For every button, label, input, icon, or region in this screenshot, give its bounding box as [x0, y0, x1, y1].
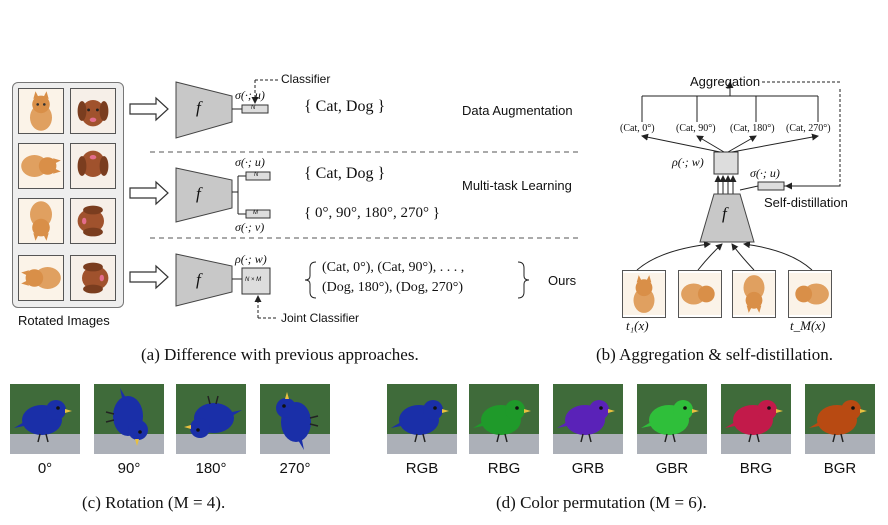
- network-f-row3: [175, 253, 233, 307]
- self-distill-head-box: [757, 181, 785, 191]
- aggregation-label: Aggregation: [690, 74, 761, 89]
- rotated-images-label: Rotated Images: [18, 313, 110, 328]
- panel-b-diagram: [636, 81, 841, 271]
- cat-image-180: [18, 198, 64, 244]
- rotated-bird-image: [94, 384, 164, 454]
- joint-head-box: [713, 151, 739, 175]
- f-symbol-row1: f: [196, 98, 201, 117]
- t1-label: t₁(x): [626, 318, 649, 333]
- head-row2-bottom: [245, 209, 271, 219]
- input-image-2: [678, 270, 722, 318]
- output-label-1: (Cat, 90°): [676, 123, 716, 134]
- rotation-label: 270°: [279, 460, 311, 477]
- input-image-1: [622, 270, 666, 318]
- caption-d: (d) Color permutation (M = 6).: [496, 493, 707, 512]
- color-order-label: RBG: [487, 460, 521, 477]
- head-row1: [241, 104, 269, 114]
- row-label-ours: Ours: [548, 273, 577, 288]
- row-label-multi-task: Multi-task Learning: [462, 178, 572, 193]
- color-permuted-bird-image: [466, 384, 542, 454]
- input-image-M: [788, 270, 832, 318]
- head-row3-label: N × M: [245, 277, 262, 283]
- rho-w-b: ρ(·; w): [672, 155, 704, 169]
- color-permuted-bird-image: [550, 384, 626, 454]
- color-order-label: BRG: [739, 460, 773, 477]
- f-symbol-row3: f: [196, 270, 201, 289]
- sigma-v-row2: σ(·; v): [235, 220, 265, 234]
- caption-a: (a) Difference with previous approaches.: [141, 345, 419, 364]
- row-label-data-augmentation: Data Augmentation: [462, 103, 573, 118]
- cat-image-0: [18, 88, 64, 134]
- set-row1: { Cat, Dog }: [304, 98, 386, 115]
- network-f-row1: [175, 81, 233, 139]
- cat-image-270: [18, 255, 64, 301]
- cat-image-90: [18, 143, 64, 189]
- input-image-3: [732, 270, 776, 318]
- classifier-label: Classifier: [281, 72, 331, 86]
- dog-image-270: [70, 255, 116, 301]
- f-symbol-b: f: [722, 204, 727, 223]
- set-row2-bottom: { 0°, 90°, 180°, 270° }: [304, 205, 440, 221]
- set-row3-line1: (Cat, 0°), (Cat, 90°), . . . ,: [322, 260, 465, 275]
- set-row2-top: { Cat, Dog }: [304, 165, 386, 182]
- rotation-label: 0°: [37, 460, 53, 477]
- caption-c: (c) Rotation (M = 4).: [82, 493, 226, 512]
- rotated-bird-image: [260, 384, 330, 454]
- rho-w-row3: ρ(·; w): [235, 252, 267, 266]
- head-row2-bottom-label: M: [253, 210, 258, 216]
- output-label-0: (Cat, 0°): [620, 123, 655, 134]
- caption-b: (b) Aggregation & self-distillation.: [596, 345, 834, 364]
- sigma-u-row2: σ(·; u): [235, 155, 265, 169]
- output-label-3: (Cat, 270°): [786, 123, 831, 134]
- color-permuted-bird-image: [384, 384, 460, 454]
- color-permuted-bird-image: [634, 384, 710, 454]
- color-order-label: RGB: [405, 460, 439, 477]
- network-f-b: [699, 193, 755, 243]
- hollow-arrow-row2: [129, 180, 169, 206]
- f-symbol-row2: f: [196, 184, 201, 203]
- output-label-2: (Cat, 180°): [730, 123, 775, 134]
- self-distillation-label: Self-distillation: [764, 195, 848, 210]
- dog-image-0: [70, 88, 116, 134]
- sigma-u-b: σ(·; u): [750, 166, 780, 180]
- head-row2-top-label: N: [254, 172, 259, 178]
- rotation-label: 180°: [195, 460, 227, 477]
- panel-a-diagram: [129, 79, 580, 319]
- sigma-u-row1: σ(·; u): [235, 88, 265, 102]
- rotation-label: 90°: [117, 460, 141, 477]
- dog-image-180: [70, 198, 116, 244]
- network-f-row2: [175, 167, 233, 223]
- head-row1-label: N: [251, 105, 256, 111]
- head-row3: [241, 267, 271, 295]
- hollow-arrow-row1: [129, 96, 169, 122]
- color-order-label: GBR: [655, 460, 689, 477]
- rotated-bird-image: [10, 384, 80, 454]
- color-permuted-bird-image: [718, 384, 794, 454]
- color-permuted-bird-image: [802, 384, 878, 454]
- tM-label: t_M(x): [790, 318, 826, 333]
- head-row2-top: [245, 171, 271, 181]
- joint-classifier-label: Joint Classifier: [281, 311, 360, 325]
- dog-image-90: [70, 143, 116, 189]
- hollow-arrow-row3: [129, 264, 169, 290]
- set-row3-line2: (Dog, 180°), (Dog, 270°): [322, 280, 464, 295]
- color-order-label: GRB: [571, 460, 605, 477]
- rotated-bird-image: [176, 384, 246, 454]
- color-order-label: BGR: [823, 460, 857, 477]
